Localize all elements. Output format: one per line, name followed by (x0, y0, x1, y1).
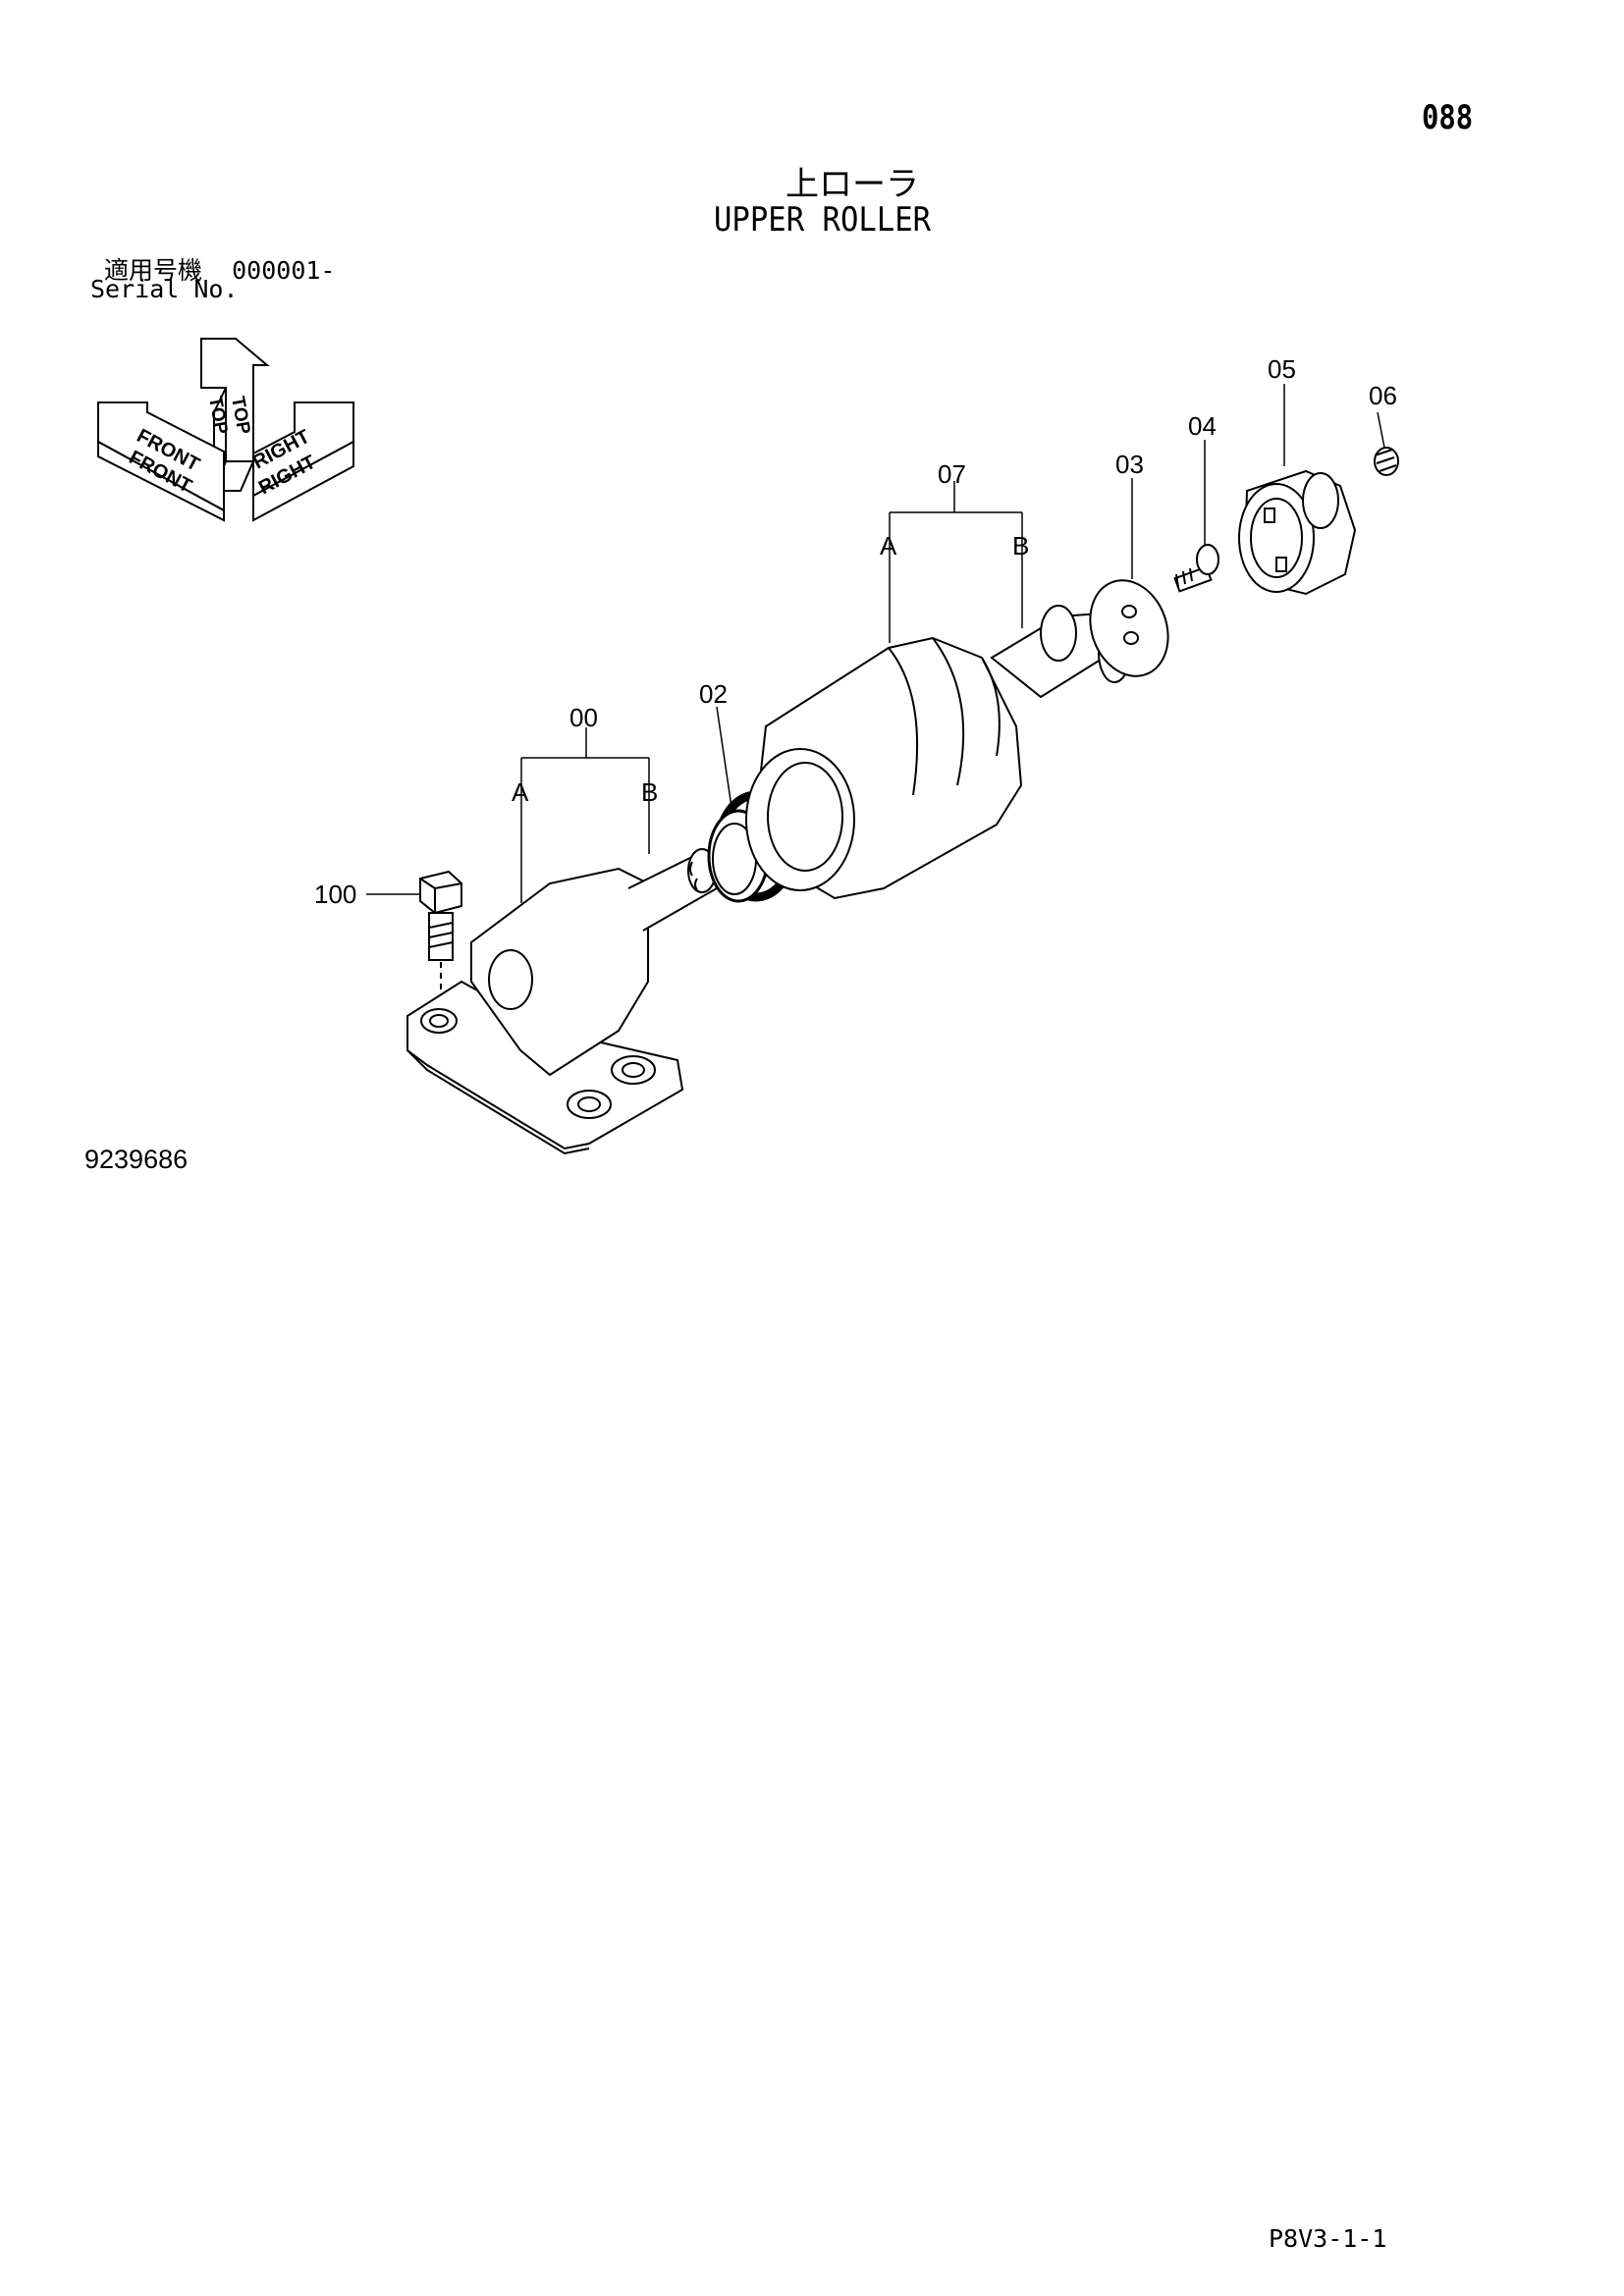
serial-range: 000001- (232, 256, 336, 285)
drawing-number: 9239686 (84, 1145, 189, 1174)
roller-part (745, 605, 1131, 900)
thrust-plate-part (1089, 579, 1169, 677)
serial-label-english: Serial No. (90, 275, 239, 303)
callout-00-a: A (512, 777, 529, 807)
orientation-indicator: TOP TOP FRONT FRONT RIGHT RIGHT (97, 338, 354, 522)
bolt-part (419, 870, 462, 1001)
callout-labels: 100 00 A B 02 07 A B 03 04 05 06 (314, 354, 1397, 909)
page-number: 088 (1422, 98, 1474, 137)
page-title: UPPER ROLLER (714, 200, 932, 240)
leader-lines (366, 384, 1385, 903)
callout-00-b: B (641, 777, 658, 807)
callout-07: 07 (938, 459, 966, 489)
callout-100: 100 (314, 880, 356, 909)
title-japanese: 上ローラ (785, 165, 919, 204)
serial-label-japanese: 適用号機 000001- (104, 251, 335, 287)
callout-00: 00 (569, 703, 598, 732)
front-arrow-icon: FRONT FRONT (97, 401, 225, 522)
callout-03: 03 (1115, 450, 1144, 479)
callout-05: 05 (1268, 354, 1296, 384)
callout-07-b: B (1012, 531, 1029, 561)
serial-label-ja-text: 適用号機 (104, 256, 203, 285)
screw-part (1173, 544, 1219, 593)
right-arrow-icon: RIGHT RIGHT (249, 401, 354, 522)
callout-02: 02 (699, 679, 728, 709)
plug-part (1374, 447, 1399, 476)
callout-04: 04 (1188, 411, 1217, 441)
callout-06: 06 (1369, 381, 1397, 410)
cover-part (1238, 469, 1357, 596)
sheet-code: P8V3-1-1 (1269, 2224, 1387, 2253)
callout-07-a: A (880, 531, 897, 561)
bracket-shaft-part (406, 848, 719, 1155)
